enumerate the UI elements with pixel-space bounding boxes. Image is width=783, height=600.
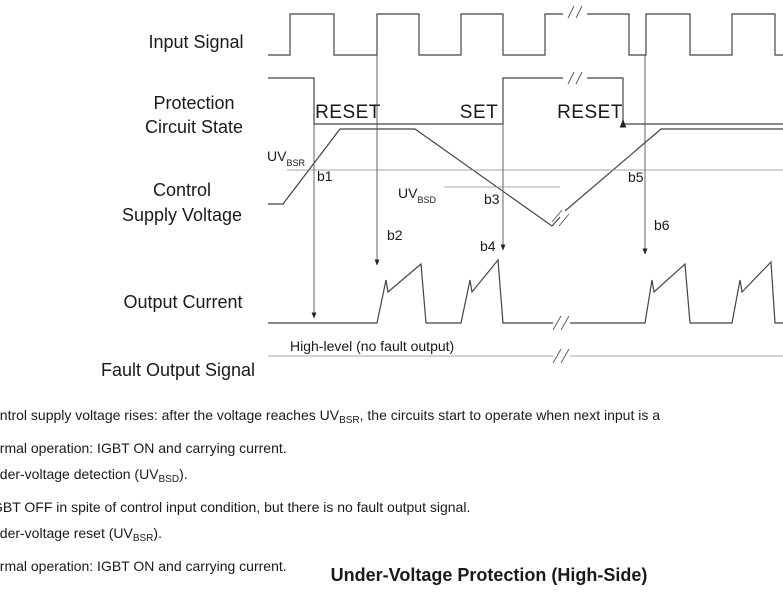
input-break-mark — [567, 5, 583, 19]
fault-note: High-level (no fault output) — [290, 338, 454, 354]
output-current-waveform — [268, 258, 783, 324]
marker-b3: b3 — [484, 191, 500, 207]
note-6: ormal operation: IGBT ON and carrying cu… — [0, 557, 287, 574]
control-voltage-waveform — [268, 128, 783, 227]
note-1: ontrol supply voltage rises: after the v… — [0, 407, 661, 426]
state-reset-1: RESET — [315, 102, 381, 123]
input-signal-waveform — [268, 13, 783, 56]
label-output-current: Output Current — [123, 292, 242, 312]
state-reset-2: RESET — [557, 102, 623, 123]
protection-break-mark — [567, 71, 583, 85]
label-control-line1: Control — [153, 180, 211, 200]
protection-state-waveform — [268, 77, 783, 125]
marker-b1: b1 — [317, 168, 333, 184]
note-2: ormal operation: IGBT ON and carrying cu… — [0, 439, 287, 456]
marker-b5: b5 — [628, 169, 644, 185]
marker-b4: b4 — [480, 238, 496, 254]
output-break-mark — [552, 315, 570, 331]
note-5: nder-voltage reset (UVBSR). — [0, 525, 162, 544]
uvbsr-label: UVBSR — [267, 148, 305, 168]
marker-b2: b2 — [387, 227, 403, 243]
fault-break-mark — [552, 348, 570, 364]
note-3: nder-voltage detection (UVBSD). — [0, 466, 188, 485]
notes-list: ontrol supply voltage rises: after the v… — [0, 402, 783, 579]
state-set: SET — [460, 102, 498, 123]
label-protection-line2: Circuit State — [145, 117, 243, 137]
note-4: GBT OFF in spite of control input condit… — [0, 498, 471, 515]
voltage-break-mark — [551, 209, 570, 227]
timing-diagram: Input Signal Protection Circuit State Co… — [101, 5, 783, 380]
figure-caption: Under-Voltage Protection (High-Side) — [330, 565, 648, 585]
marker-b6: b6 — [654, 217, 670, 233]
label-input-signal: Input Signal — [148, 32, 243, 52]
label-protection-line1: Protection — [153, 93, 234, 113]
label-control-line2: Supply Voltage — [122, 205, 242, 225]
label-fault-output: Fault Output Signal — [101, 360, 255, 380]
uvbsd-label: UVBSD — [398, 185, 436, 205]
